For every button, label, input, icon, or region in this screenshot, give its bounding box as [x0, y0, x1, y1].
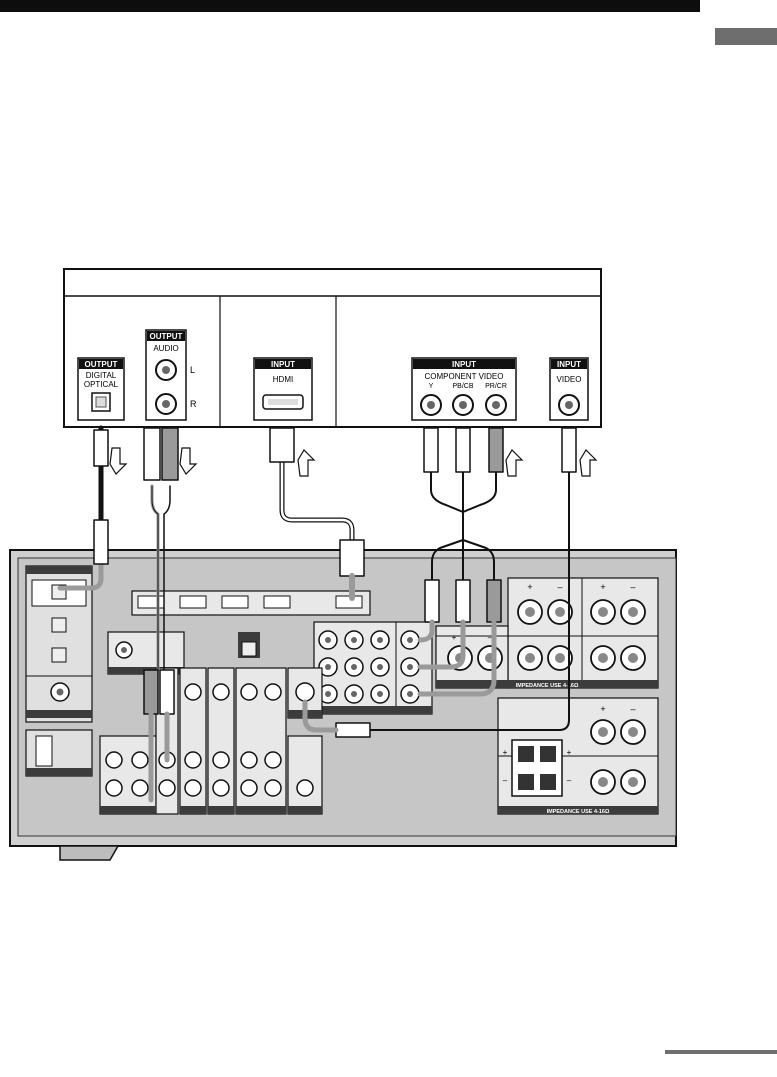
- receiver-hdmi-in-4[interactable]: [263, 595, 291, 609]
- receiver-foot: [59, 845, 120, 861]
- comp-pb-label: PB/CB: [452, 383, 473, 390]
- plus-sign: +: [452, 633, 457, 642]
- arrow-down-icon: [109, 447, 128, 475]
- source-device-panel: [63, 268, 602, 428]
- receiver-optical-in[interactable]: [241, 641, 257, 657]
- digital-label: DIGITAL: [86, 371, 117, 380]
- hdmi-label: HDMI: [273, 375, 293, 384]
- audio-plug-r: [161, 427, 179, 481]
- receiver-optical-jack-2[interactable]: [51, 617, 67, 633]
- plus-sign: +: [527, 582, 532, 592]
- plus-sign: +: [600, 582, 605, 592]
- arrow-down-icon: [179, 447, 198, 475]
- plus-sign: +: [600, 704, 605, 714]
- receiver-rear-panel: IMPEDANCE USE 4-16Ω + – + – + – IMPEDANC…: [9, 549, 677, 861]
- arrow-up-icon: [505, 449, 524, 477]
- optical-plug-top: [93, 429, 109, 467]
- receiver-audio-in-r[interactable]: [158, 779, 176, 797]
- video-input-group: INPUT VIDEO: [549, 357, 589, 421]
- comp-y-label: Y: [429, 383, 434, 390]
- arrow-up-icon: [579, 449, 598, 477]
- digital-optical-output-group: OUTPUT DIGITAL OPTICAL: [77, 357, 125, 421]
- minus-sign: –: [630, 582, 635, 592]
- output-badge: OUTPUT: [85, 360, 118, 369]
- arrow-up-icon: [297, 449, 316, 477]
- input-badge: INPUT: [452, 360, 476, 369]
- minus-sign: –: [630, 704, 635, 714]
- input-badge: INPUT: [557, 360, 581, 369]
- component-video-label: COMPONENT VIDEO: [425, 372, 504, 381]
- output-badge: OUTPUT: [150, 332, 183, 341]
- receiver-hdmi-in-3[interactable]: [221, 595, 249, 609]
- receiver-optical-jack-3[interactable]: [51, 647, 67, 663]
- hdmi-plug-top: [269, 427, 295, 463]
- impedance-label-top: IMPEDANCE USE 4-16Ω: [516, 683, 579, 689]
- input-badge: INPUT: [271, 360, 295, 369]
- minus-sign: –: [503, 776, 508, 785]
- comp-pr-label: PR/CR: [485, 383, 507, 390]
- audio-output-group: OUTPUT AUDIO L R: [145, 329, 197, 421]
- receiver-hdmi-in-2[interactable]: [179, 595, 207, 609]
- cables: [57, 425, 577, 803]
- video-label: VIDEO: [557, 375, 582, 384]
- header-bar: [0, 0, 700, 12]
- signal-flow-arrows: [109, 447, 598, 477]
- section-tab: [715, 28, 777, 45]
- receiver-video-in[interactable]: [295, 682, 315, 702]
- hdmi-plug-bottom: [339, 539, 365, 577]
- continued-marker: [665, 1050, 777, 1054]
- audio-l-label: L: [190, 365, 195, 375]
- audio-r-label: R: [190, 399, 197, 409]
- audio-label: AUDIO: [153, 344, 178, 353]
- optical-label: OPTICAL: [84, 380, 119, 389]
- impedance-label-bottom: IMPEDANCE USE 4-16Ω: [547, 809, 610, 815]
- plus-sign: +: [567, 748, 572, 757]
- optical-plug-bottom: [93, 519, 109, 565]
- component-video-input-group: INPUT COMPONENT VIDEO Y PB/CB PR/CR: [411, 357, 517, 421]
- minus-sign: –: [567, 776, 572, 785]
- minus-sign: –: [557, 582, 562, 592]
- plus-sign: +: [503, 748, 508, 757]
- audio-plug-l: [143, 427, 161, 481]
- receiver-port[interactable]: [35, 735, 53, 767]
- minus-sign: –: [488, 633, 493, 642]
- hdmi-input-group: INPUT HDMI: [253, 357, 313, 421]
- receiver-hdmi-in-1[interactable]: [137, 595, 165, 609]
